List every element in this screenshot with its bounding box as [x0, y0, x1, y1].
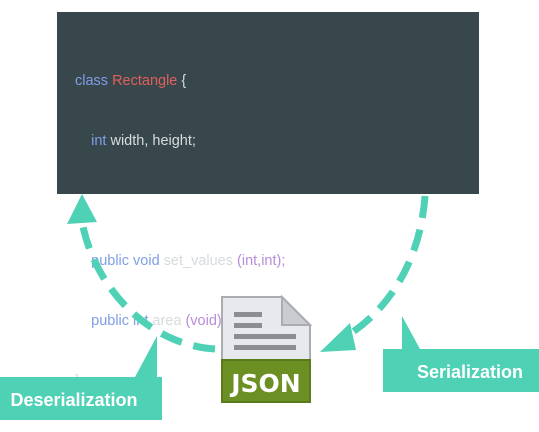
- params-set-values: (int,int);: [237, 253, 286, 269]
- serialization-arrow-head-icon: [320, 323, 356, 352]
- keyword-public-void: public void: [91, 253, 160, 269]
- json-file-icon: JSON: [221, 294, 313, 403]
- serialization-arrow-path: [338, 195, 429, 344]
- deserialization-label: Deserialization: [0, 336, 162, 420]
- deserialization-arrow-head-icon: [67, 194, 97, 224]
- method-set-values: set_values: [163, 253, 233, 269]
- method-area: area: [152, 313, 182, 329]
- params-area: (void);: [185, 313, 226, 329]
- keyword-int: int: [91, 133, 107, 149]
- json-file-label: JSON: [229, 369, 300, 398]
- serialization-label-text: Serialization: [417, 362, 523, 382]
- code-line-2: int width, height;: [75, 131, 285, 151]
- code-line-1: class Rectangle {: [75, 71, 285, 91]
- class-name: Rectangle: [112, 73, 178, 89]
- code-line-3: public void set_values (int,int);: [75, 251, 285, 271]
- member-fields: width, height;: [110, 133, 196, 149]
- serialization-label: Serialization: [383, 316, 539, 392]
- deserialization-label-text: Deserialization: [10, 390, 137, 410]
- open-brace: {: [181, 73, 187, 89]
- code-listing: class Rectangle { int width, height; pub…: [75, 31, 285, 411]
- keyword-class: class: [75, 73, 109, 89]
- deserialization-arrow-path: [78, 221, 216, 353]
- code-panel: [57, 12, 479, 194]
